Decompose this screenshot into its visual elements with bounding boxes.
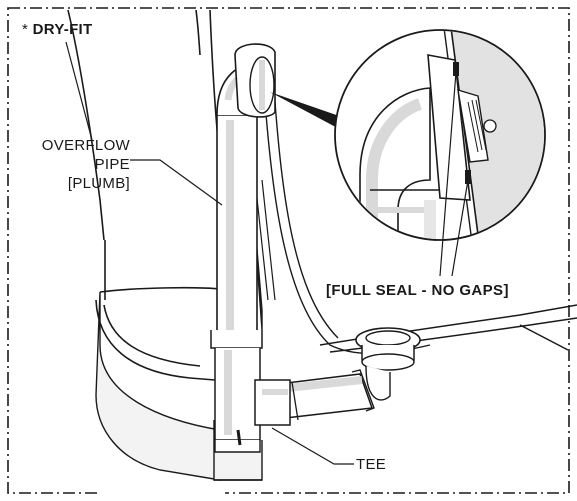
dry-fit-note: * DRY-FIT: [22, 22, 92, 37]
detail-callout-wedge: [270, 92, 345, 132]
overflow-pipe-label-line-3: [PLUMB]: [67, 175, 130, 192]
overflow-pipe-label-line-2: PIPE: [94, 156, 130, 173]
detail-magnifier: [334, 29, 546, 241]
leader-lines: [65, 41, 469, 465]
overflow-pipe: [216, 43, 276, 341]
note-dry-fit: DRY-FIT: [32, 21, 93, 38]
full-seal-label: [FULL SEAL - NO GAPS]: [326, 282, 509, 299]
tee-fitting: [210, 330, 291, 453]
note-asterisk: *: [22, 21, 33, 38]
tub-shadow: [100, 10, 225, 495]
tub-floor-flange: [319, 304, 577, 353]
overflow-pipe-label: OVERFLOW PIPE [PLUMB]: [18, 136, 130, 193]
dash-dot-frame: [7, 7, 570, 494]
tee-label: TEE: [356, 456, 387, 473]
drain-assembly: [355, 327, 421, 401]
overflow-pipe-label-line-1: OVERFLOW: [41, 137, 130, 154]
